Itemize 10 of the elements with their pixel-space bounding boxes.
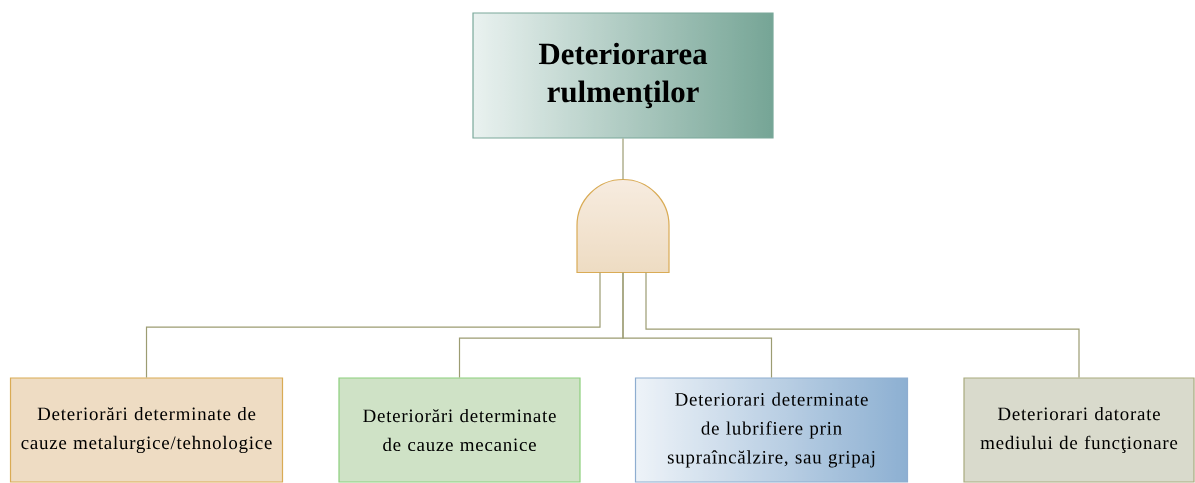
process-box: Deteriorarea rulmenţilor	[472, 12, 774, 139]
process-box: Deteriorari determinate de lubrifiere prin supraîncălzire, sau gripaj	[634, 377, 909, 483]
connector-line	[645, 272, 1080, 378]
connector-line	[622, 272, 773, 378]
process-box: Deteriorări determinate de cauze metalurgice/tehnologice	[9, 377, 284, 483]
connector-line	[622, 138, 624, 180]
process-box: Deteriorări determinate de cauze mecanice	[338, 377, 581, 483]
and-gate	[576, 178, 670, 274]
connector-line	[145, 272, 601, 378]
process-box: Deteriorari datorate mediului de funcţionare	[963, 377, 1195, 483]
